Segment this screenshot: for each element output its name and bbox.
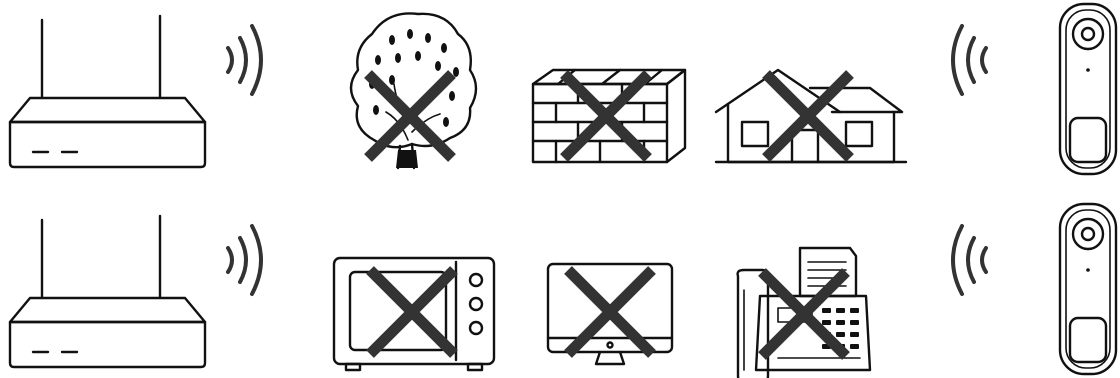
- router-icon: [10, 216, 205, 367]
- blocked-cross-icon: [564, 74, 648, 158]
- video-doorbell-icon: [1060, 4, 1116, 174]
- row-2: [10, 204, 1116, 378]
- wifi-signal-icon: [953, 226, 986, 294]
- router-icon: [10, 16, 205, 167]
- blocked-cross-icon: [762, 272, 846, 356]
- tree-icon: [351, 13, 476, 168]
- blocked-cross-icon: [766, 74, 850, 158]
- row-1: [10, 4, 1116, 174]
- video-doorbell-icon: [1060, 204, 1116, 374]
- blocked-cross-icon: [370, 270, 454, 354]
- wifi-signal-icon: [228, 226, 261, 294]
- wifi-signal-icon: [953, 26, 986, 94]
- wifi-signal-icon: [228, 26, 261, 94]
